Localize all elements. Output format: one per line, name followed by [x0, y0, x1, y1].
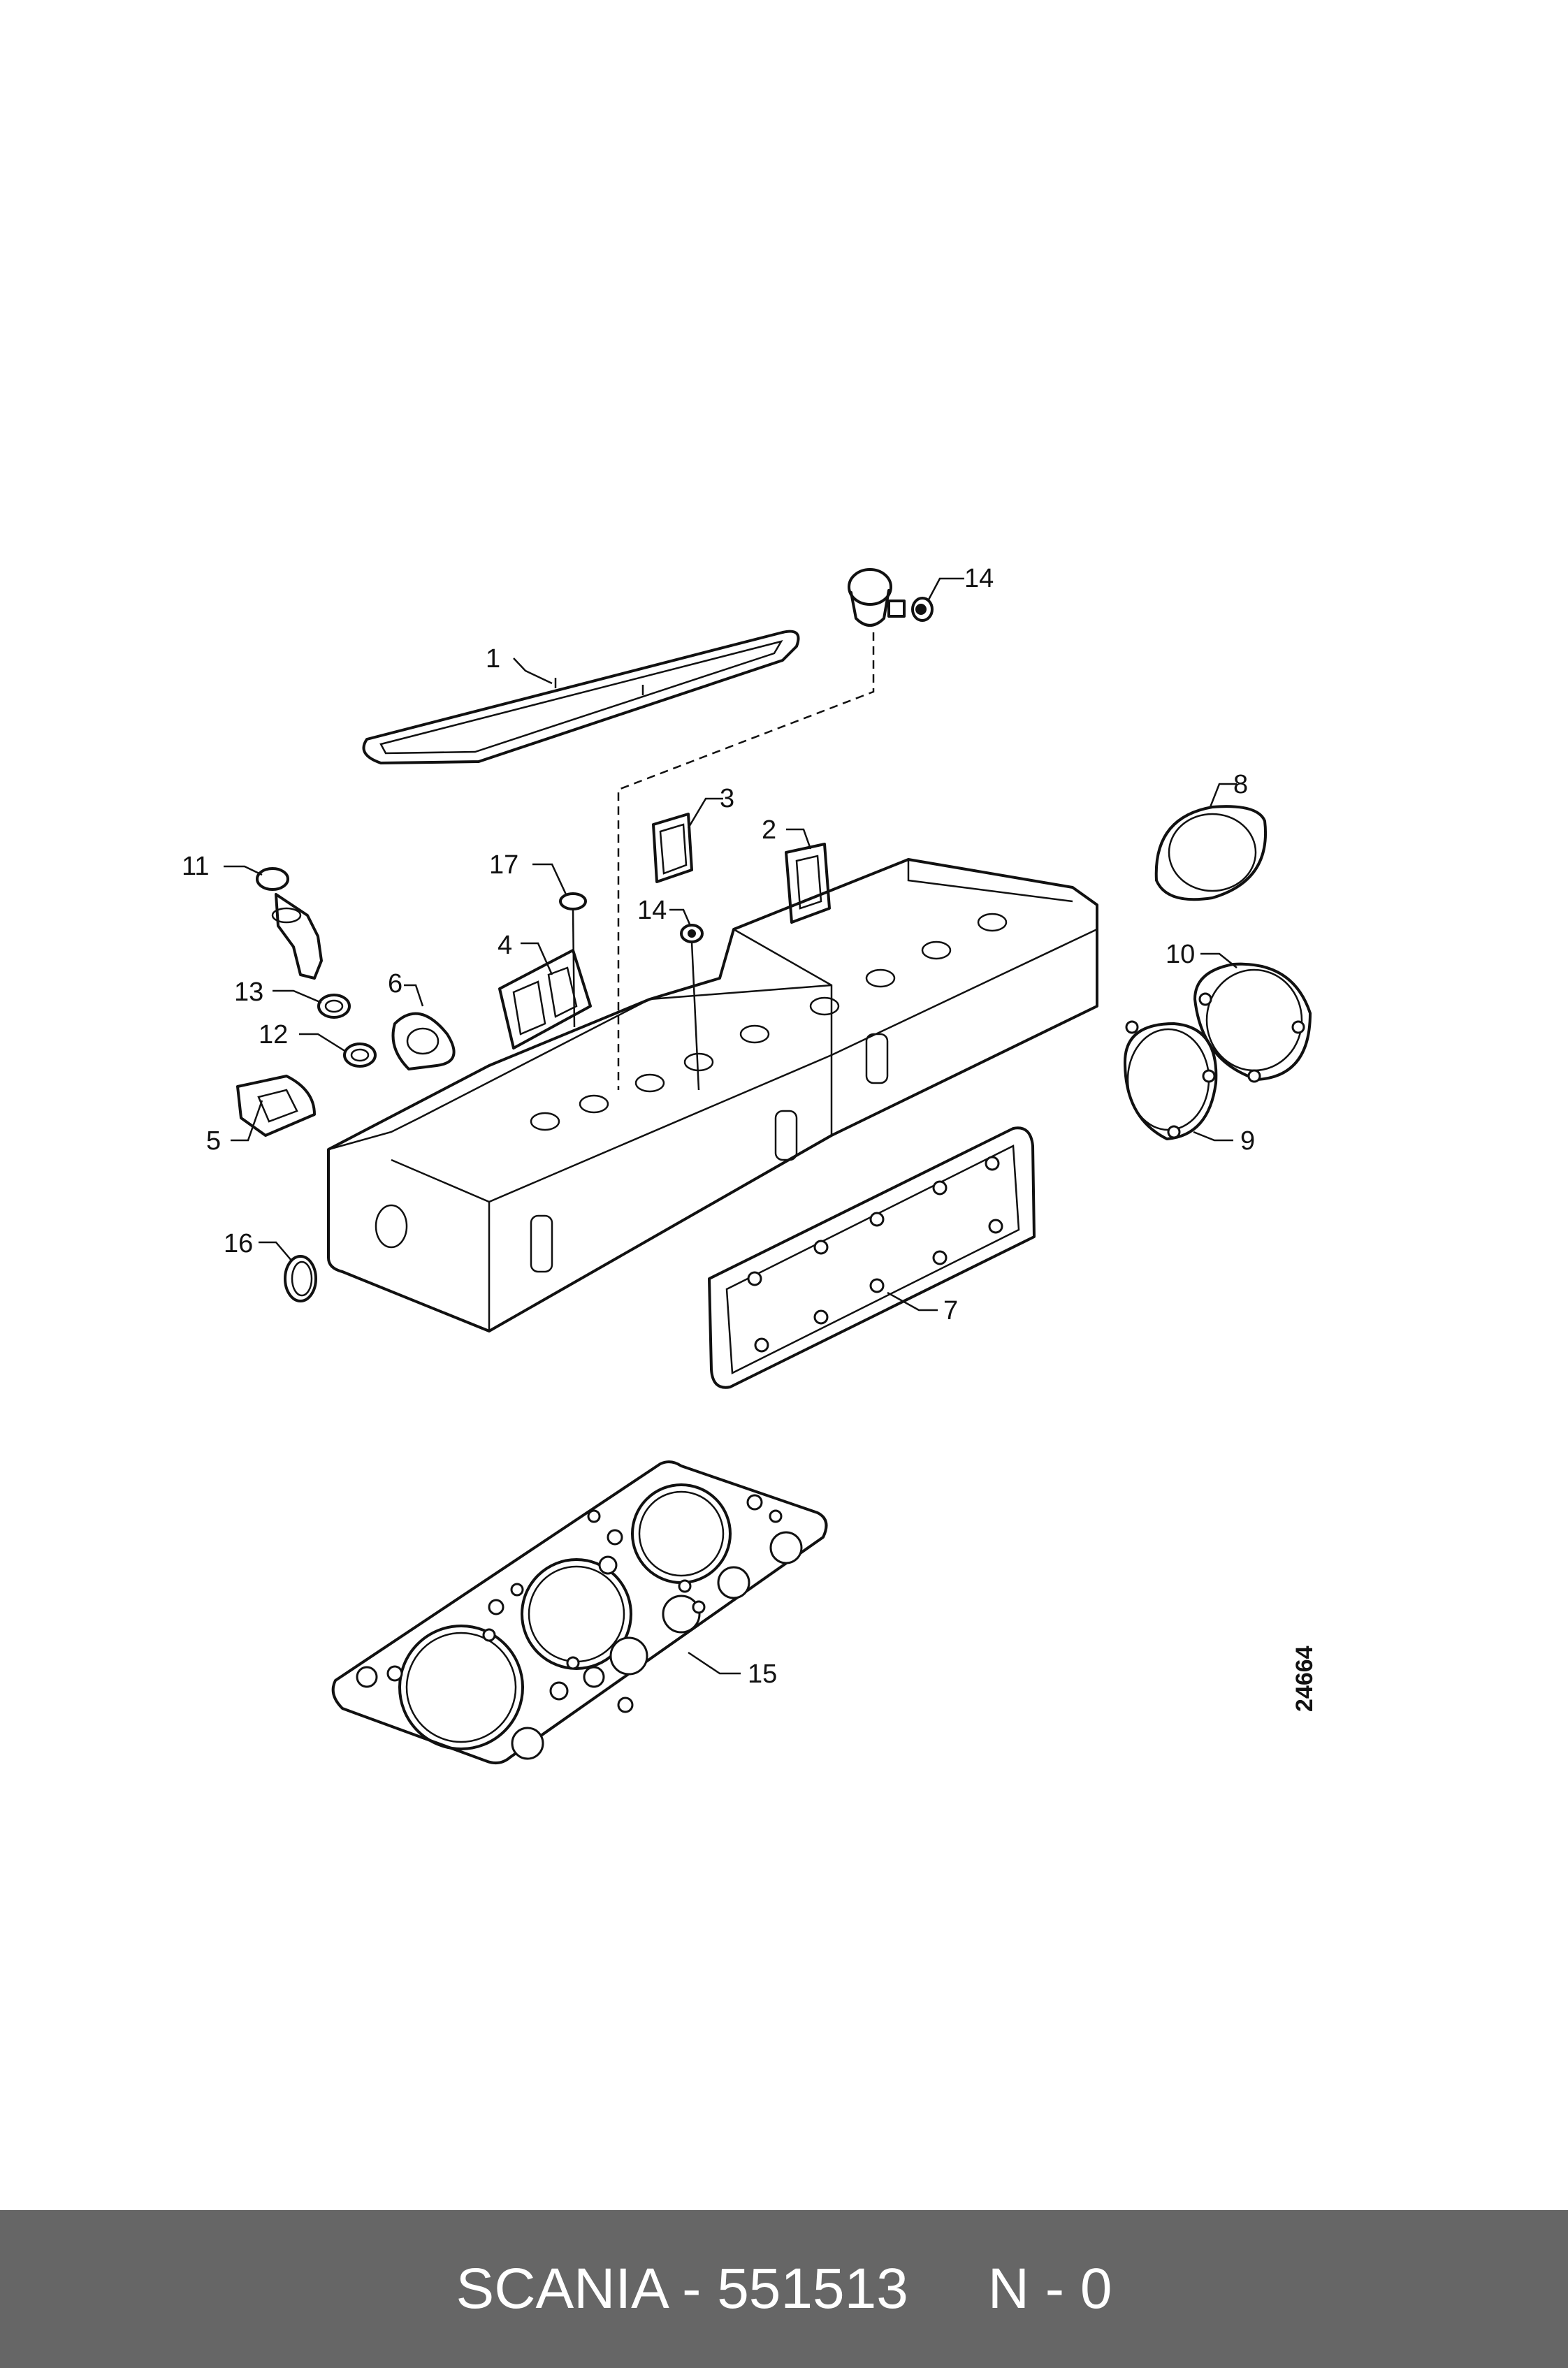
callout-12: 12 — [259, 1020, 288, 1049]
part-13-seal — [317, 994, 351, 1019]
callout-9: 9 — [1240, 1126, 1255, 1156]
callout-8: 8 — [1233, 770, 1248, 799]
part-7-manifold-gasket — [708, 1126, 1036, 1389]
footer-text: SCANIA - 551513 N - 0 — [456, 2257, 1112, 2320]
part-2-gasket — [785, 843, 831, 924]
part-14-nut-fill — [688, 929, 696, 938]
cylinder-head-block — [327, 858, 1098, 1332]
callout-4: 4 — [498, 931, 512, 960]
callout-1: 1 — [486, 644, 500, 674]
part-1-cover-gasket — [362, 630, 800, 764]
callout-11: 11 — [182, 852, 209, 881]
part-4-gasket — [498, 949, 592, 1049]
part-10-gasket — [1193, 962, 1312, 1083]
callout-7: 7 — [943, 1296, 958, 1325]
part-12-seal — [343, 1043, 377, 1068]
callout-6: 6 — [388, 969, 402, 998]
callout-14-mid: 14 — [637, 896, 667, 925]
part-9-gasket — [1124, 1020, 1218, 1140]
part-11-injector — [256, 867, 323, 980]
part-5-gasket — [236, 1075, 316, 1137]
part-17-washer — [559, 892, 587, 910]
callout-2: 2 — [762, 815, 776, 845]
part-16-o-ring — [284, 1255, 317, 1302]
part-16-o-ring-inner — [291, 1261, 313, 1297]
part-15-head-gasket — [331, 1460, 828, 1765]
part-14-fitting — [617, 568, 934, 1090]
callout-3: 3 — [720, 784, 734, 813]
callout-14-top: 14 — [964, 564, 994, 593]
footer-bar: SCANIA - 551513 N - 0 — [0, 2210, 1568, 2368]
part-12-seal-inner — [350, 1048, 370, 1062]
exploded-parts-diagram: 1 2 3 4 5 6 7 8 9 10 11 12 13 14 14 15 1… — [182, 564, 1318, 1765]
part-13-seal-inner — [324, 999, 344, 1013]
part-8-gasket — [1154, 805, 1267, 901]
callout-13: 13 — [234, 978, 263, 1007]
callout-15: 15 — [748, 1659, 777, 1689]
figure-number: 24664 — [1291, 1646, 1318, 1712]
callout-5: 5 — [206, 1126, 221, 1156]
callout-17: 17 — [489, 850, 518, 880]
part-3-gasket — [652, 813, 693, 883]
leader-lines — [224, 577, 1237, 1675]
callout-16: 16 — [224, 1229, 253, 1258]
callout-10: 10 — [1166, 940, 1195, 969]
part-6-gasket — [391, 1012, 456, 1070]
